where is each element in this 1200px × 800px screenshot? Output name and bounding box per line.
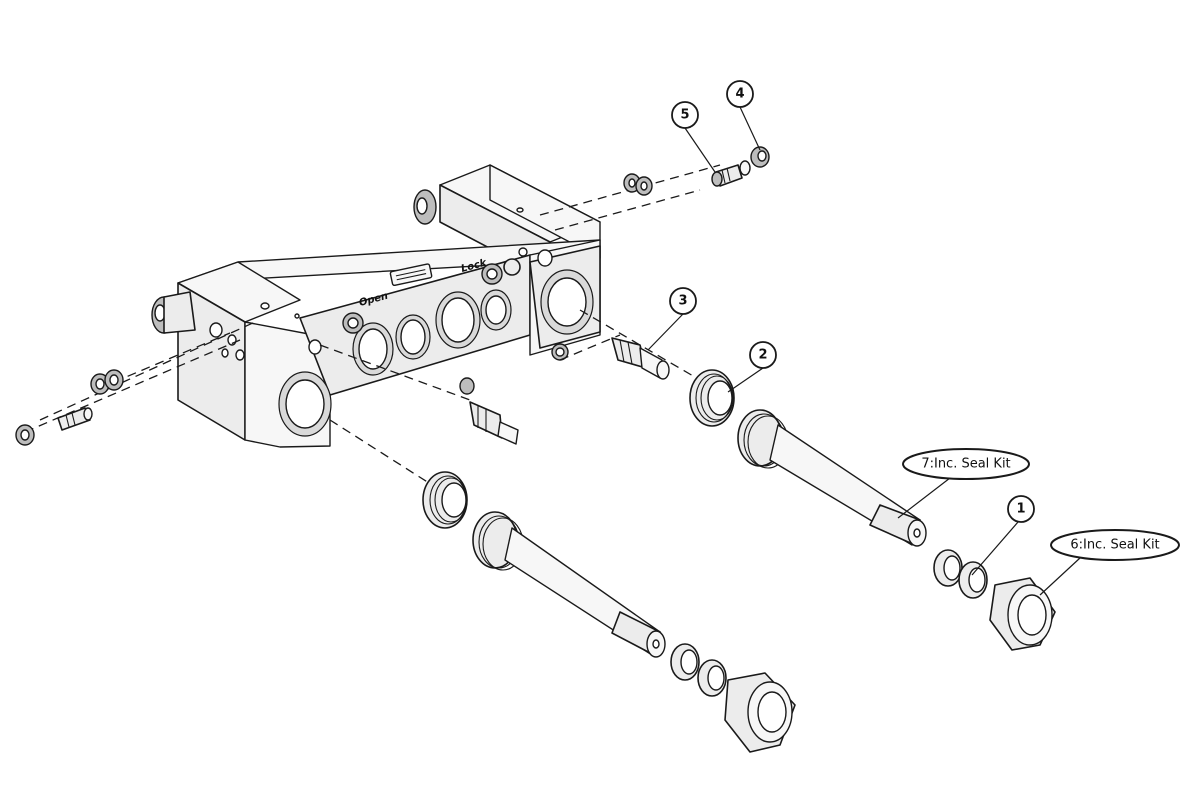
callout-2: 2 [749, 341, 777, 369]
callout-5: 5 [671, 101, 699, 129]
callout-4-label: 4 [735, 87, 744, 102]
seal-kit-7-label: 7:Inc. Seal Kit [902, 448, 1030, 480]
left-plugs-group [90, 369, 124, 395]
upper-piston-shaft [737, 409, 927, 547]
part-1-seal-set [933, 549, 988, 599]
callout-1-label: 1 [1016, 502, 1025, 517]
callout-4: 4 [726, 80, 754, 108]
upper-plugs-group [623, 173, 653, 196]
left-plug-small [15, 424, 35, 446]
callout-2-label: 2 [758, 348, 767, 363]
lower-backup-ring [422, 471, 468, 529]
seal-kit-6-text: 6:Inc. Seal Kit [1070, 538, 1159, 553]
callout-1: 1 [1007, 495, 1035, 523]
leader-lines [647, 106, 1081, 596]
lower-piston-shaft [472, 511, 666, 658]
lower-seal-set [670, 643, 727, 697]
callout-5-label: 5 [680, 108, 689, 123]
part-2-backup-ring [689, 369, 735, 427]
part-6-gland-nut [989, 577, 1056, 651]
callout-3-label: 3 [678, 294, 687, 309]
callout-3: 3 [669, 287, 697, 315]
part-5-check-valve [711, 160, 751, 187]
part-4-plug [750, 146, 770, 168]
part-3-cartridge-valve [611, 337, 670, 380]
seal-kit-7-text: 7:Inc. Seal Kit [921, 457, 1010, 472]
left-check-valve [57, 407, 93, 431]
lower-gland-nut [724, 672, 796, 753]
middle-cartridge-valve [459, 377, 519, 445]
seal-kit-6-label: 6:Inc. Seal Kit [1050, 529, 1180, 561]
manifold-block: Open Lock [151, 164, 601, 448]
